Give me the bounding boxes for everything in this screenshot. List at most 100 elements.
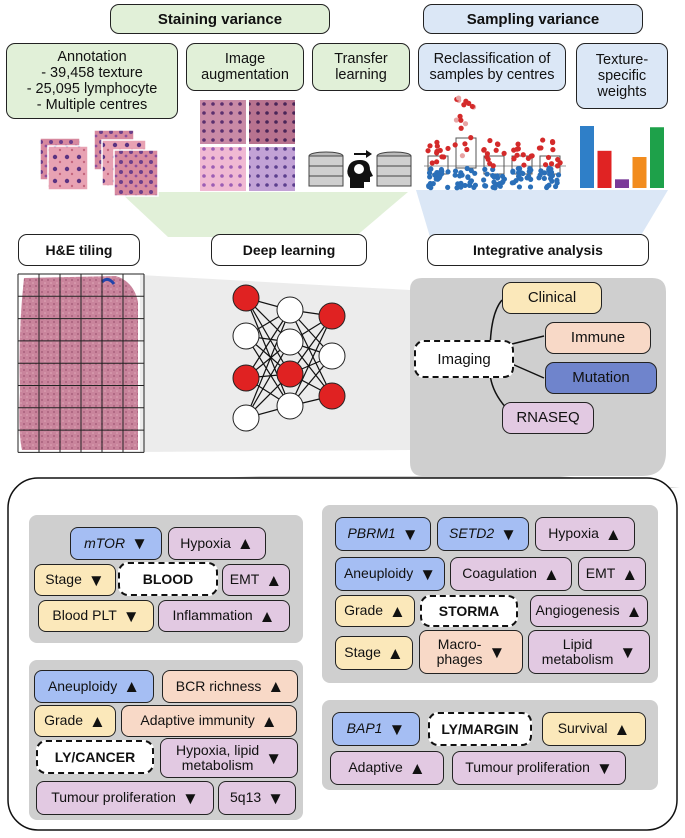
scatter-point	[554, 163, 561, 169]
storma-tag: Coagulation▲	[450, 557, 572, 591]
annotation-box: Annotation- 39,458 texture - 25,095 lymp…	[6, 43, 178, 119]
scatter-point	[456, 95, 462, 101]
scatter-point	[484, 171, 490, 177]
scatter-point	[461, 102, 467, 108]
triangle-up-icon: ▲	[267, 677, 285, 696]
scatter-point	[536, 175, 542, 181]
scatter-point	[510, 169, 516, 175]
scatter-point	[518, 176, 524, 182]
tag-label: Inflammation	[172, 607, 253, 624]
scatter-point	[525, 155, 531, 162]
ly-cancer-tag: 5q13 ▼	[218, 781, 296, 815]
scatter-point	[485, 156, 491, 162]
scatter-point	[462, 182, 468, 189]
scatter-point	[464, 165, 470, 172]
blood-tag: Hypoxia▲	[168, 527, 266, 560]
tag-label: EMT	[229, 571, 260, 588]
clinical-node: Clinical	[502, 282, 602, 314]
scatter-point	[541, 175, 547, 182]
triangle-up-icon: ▲	[613, 719, 631, 739]
scatter-point	[434, 159, 440, 165]
nn-node	[276, 296, 304, 324]
triangle-down-icon: ▼	[267, 788, 284, 808]
triangle-down-icon: ▼	[401, 524, 419, 544]
triangle-down-icon: ▼	[419, 564, 437, 584]
tag-label: Survival	[557, 720, 608, 737]
scatter-point	[462, 141, 468, 147]
scatter-point	[457, 173, 463, 179]
brain-head-icon	[347, 150, 373, 188]
blood-tag: Stage▼	[34, 564, 116, 596]
scatter-point	[458, 117, 464, 123]
scatter-point	[514, 152, 520, 158]
mutation-node: Mutation	[545, 362, 657, 394]
scatter-point	[436, 172, 442, 178]
tag-label: SETD2	[449, 525, 495, 542]
scatter-point	[452, 142, 458, 148]
tag-label: Lipid metabolism	[541, 635, 614, 667]
scatter-point	[481, 147, 487, 153]
scatter-point	[499, 179, 506, 186]
triangle-up-icon: ▲	[89, 711, 106, 731]
weight-bar	[632, 157, 647, 188]
scatter-point	[520, 170, 526, 177]
he-slide-grid-image	[17, 273, 145, 453]
scatter-point	[459, 153, 466, 159]
triangle-up-icon: ▲	[389, 601, 406, 621]
scatter-point	[462, 121, 469, 127]
triangle-down-icon: ▼	[488, 642, 506, 662]
ly-margin-tag: Tumour proliferation▼	[452, 751, 626, 785]
triangle-down-icon: ▼	[265, 748, 283, 768]
database-icon	[308, 151, 344, 187]
scatter-point	[501, 150, 507, 156]
blood-tag: EMT▲	[222, 564, 290, 596]
scatter-point	[428, 166, 434, 172]
scatter-point	[445, 145, 451, 152]
nn-edge	[289, 315, 333, 407]
tag-label: Stage	[45, 571, 82, 588]
triangle-down-icon: ▼	[619, 642, 637, 662]
ly-margin-tag: Adaptive▲	[330, 751, 444, 785]
scatter-point	[439, 154, 445, 160]
tag-label: BCR richness	[175, 677, 262, 694]
scatter-point	[516, 166, 523, 172]
scatter-point	[465, 174, 471, 180]
storma-tag: Macro- phages▼	[419, 630, 523, 674]
nn-node	[318, 382, 346, 410]
scatter-point	[458, 125, 464, 131]
scatter-point	[487, 160, 493, 167]
scatter-point	[426, 183, 432, 190]
scatter-point	[434, 143, 440, 149]
tag-label: Tumour proliferation	[465, 759, 590, 776]
triangle-down-icon: ▼	[181, 788, 199, 808]
scatter-point	[429, 160, 435, 166]
tag-label: 5q13	[230, 789, 262, 806]
ly-cancer-tag: Aneuploidy▲	[34, 670, 154, 703]
triangle-up-icon: ▲	[625, 601, 643, 621]
tag-label: mTOR	[84, 534, 126, 551]
sampling-funnel	[416, 190, 668, 237]
scatter-point	[540, 137, 546, 143]
nn-node	[232, 364, 260, 392]
scatter-point	[546, 165, 552, 171]
scatter-point	[549, 178, 555, 184]
scatter-point	[541, 170, 548, 176]
storma-tag: Lipid metabolism▼	[528, 630, 650, 674]
tag-label: Tumour proliferation	[51, 789, 176, 806]
scatter-point	[527, 165, 533, 172]
tag-label: Hypoxia	[180, 534, 231, 551]
triangle-up-icon: ▲	[258, 606, 276, 626]
tag-label: BAP1	[346, 720, 383, 737]
scatter-point	[511, 147, 517, 153]
scatter-point	[454, 185, 460, 191]
nn-edge	[245, 335, 291, 407]
center-label-text: BLOOD	[142, 571, 194, 587]
triangle-up-icon: ▲	[123, 677, 141, 696]
tag-label: Blood PLT	[52, 607, 117, 624]
nn-node	[276, 392, 304, 420]
tag-label: Grade	[344, 602, 384, 619]
scatter-point	[481, 177, 487, 183]
